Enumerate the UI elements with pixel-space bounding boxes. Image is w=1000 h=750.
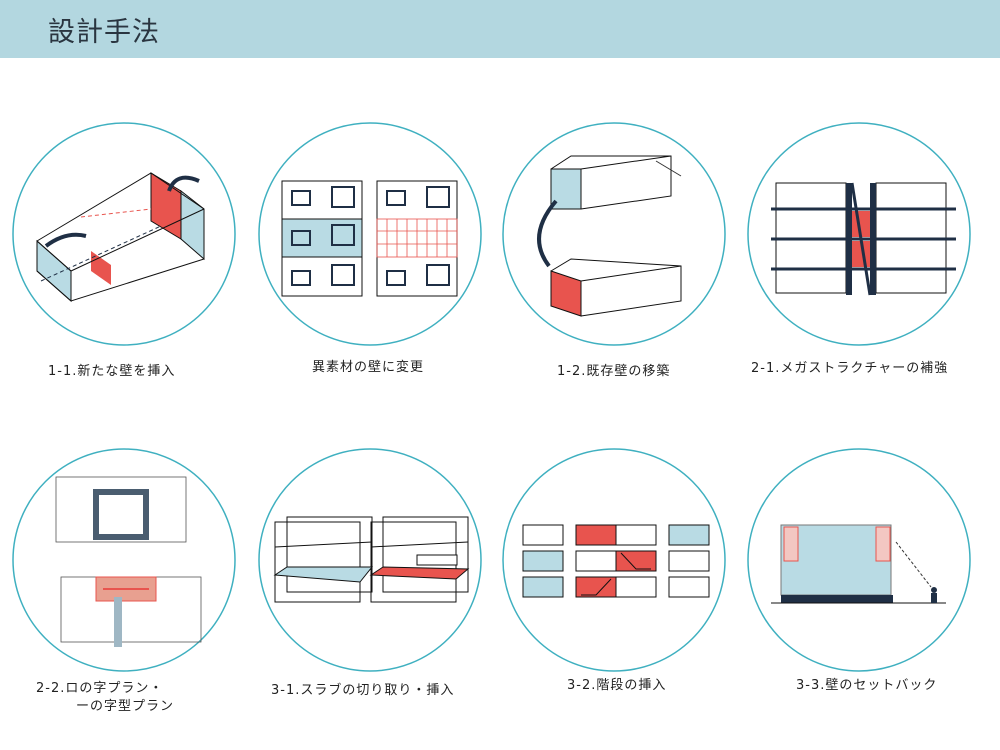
method-3-1-diagram <box>257 447 483 673</box>
method-label: 1-1.新たな壁を挿入 <box>48 364 176 379</box>
method-label: 2-1.メガストラクチャーの補強 <box>751 361 949 376</box>
method-label: 2-2.ロの字プラン・ <box>36 681 164 696</box>
method-label-line2: ーの字型プラン <box>76 699 175 714</box>
page-title: 設計手法 <box>48 17 160 48</box>
method-label: 3-2.階段の挿入 <box>567 678 667 693</box>
material-wall-diagram <box>257 121 483 347</box>
method-1-2-diagram <box>501 121 727 347</box>
method-label: 異素材の壁に変更 <box>312 360 425 375</box>
method-label: 3-3.壁のセットバック <box>796 678 938 693</box>
method-2-2-diagram <box>11 447 237 673</box>
method-label: 1-2.既存壁の移築 <box>557 364 671 379</box>
method-3-2-diagram <box>501 447 727 673</box>
header-bar: 設計手法 <box>0 0 1000 58</box>
method-label: 3-1.スラブの切り取り・挿入 <box>271 683 455 698</box>
method-1-1-diagram <box>11 121 237 347</box>
method-2-1-diagram <box>746 121 972 347</box>
method-3-3-diagram <box>746 447 972 673</box>
